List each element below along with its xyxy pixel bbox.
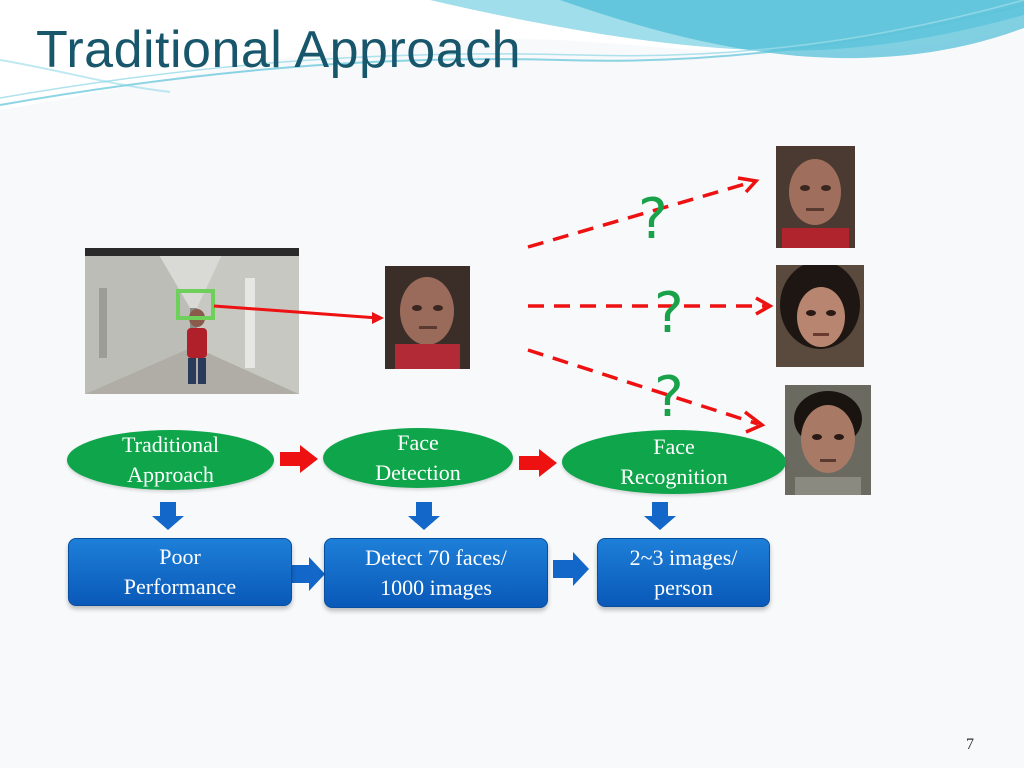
flow-arrow-2: [519, 449, 557, 477]
box-2-line-1: Detect 70 faces/: [365, 545, 507, 570]
oval-1-line-1: Traditional: [122, 432, 219, 457]
detection-arrow: [213, 304, 379, 320]
database-face-3: [785, 385, 871, 495]
database-face-2: [776, 265, 864, 367]
oval-2-line-1: Face: [397, 430, 439, 455]
database-face-1: [776, 146, 855, 248]
down-arrow-3: [644, 502, 676, 530]
box-3-line-1: 2~3 images/: [629, 544, 738, 570]
box-images-per-person: 2~3 images/person: [597, 538, 770, 607]
right-arrow-1: [291, 557, 325, 591]
down-arrow-1: [152, 502, 184, 530]
header-wave-decoration: [0, 0, 1024, 110]
box-1-line-1: Poor: [159, 544, 201, 569]
oval-2-line-2: Detection: [375, 460, 461, 485]
surveillance-photo: [85, 248, 299, 394]
oval-1-line-2: Approach: [127, 462, 214, 487]
flow-arrow-1: [280, 445, 318, 473]
page-number: 7: [966, 736, 974, 753]
box-3-line-2: person: [654, 574, 713, 600]
oval-3-line-1: Face: [653, 434, 695, 459]
box-1-line-2: Performance: [123, 574, 237, 599]
down-arrow-2: [408, 502, 440, 530]
dashed-match-arrows: [527, 180, 766, 426]
box-2-line-2: 1000 images: [380, 575, 492, 600]
slide-title: Traditional Approach: [36, 21, 522, 79]
detection-box: [176, 289, 215, 320]
right-arrow-2: [553, 552, 589, 586]
box-detect-faces: Detect 70 faces/1000 images: [324, 538, 548, 608]
detected-face-image: [385, 266, 470, 369]
oval-3-line-2: Recognition: [620, 464, 728, 489]
question-mark-2: ?: [654, 281, 684, 346]
question-mark-1: ?: [638, 187, 668, 252]
question-mark-3: ?: [654, 365, 684, 430]
